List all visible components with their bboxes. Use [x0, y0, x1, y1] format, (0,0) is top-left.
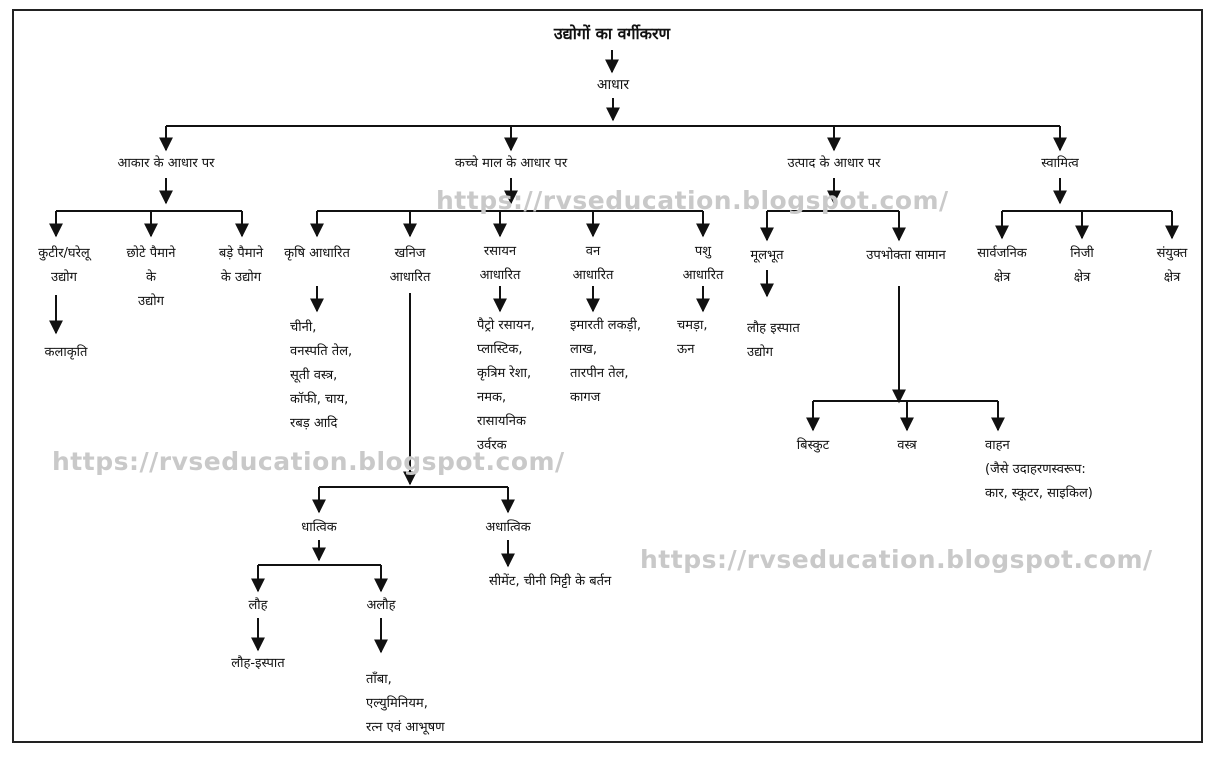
diagram-title: उद्योगों का वर्गीकरण [553, 24, 671, 43]
consumer-vehicle: वाहन (जैसे उदाहरणस्वरूप: कार, स्कूटर, सा… [985, 434, 1093, 506]
chemical-example-5: रासायनिक [477, 414, 526, 429]
mineral-metallic: धात्विक [301, 520, 337, 535]
size-large-line-2: के उद्योग [220, 270, 262, 285]
agro-example-1: चीनी, [290, 320, 317, 335]
size-small-line-1: छोटे पैमाने [126, 246, 176, 261]
animal-example-1: चमड़ा, [677, 318, 708, 333]
forest-example-2: लाख, [570, 342, 597, 357]
watermark-3: https://rvseducation.blogspot.com/ [640, 545, 1153, 574]
category-size: आकार के आधार पर [117, 156, 215, 171]
raw-agro: कृषि आधारित [284, 246, 350, 261]
vehicle-line-3: कार, स्कूटर, साइकिल) [985, 486, 1093, 501]
ownership-public: सार्वजनिक क्षेत्र [977, 242, 1027, 290]
size-cottage-line-1: कुटीर/घरेलू [38, 246, 90, 261]
vehicle-line-1: वाहन [985, 438, 1010, 453]
ferrous-example: लौह-इस्पात [231, 656, 285, 671]
raw-forest: वन आधारित [573, 240, 614, 288]
raw-mineral-line-1: खनिज [394, 246, 426, 261]
size-small-line-3: उद्योग [137, 294, 164, 309]
watermark-1: https://rvseducation.blogspot.com/ [436, 186, 949, 215]
basic-example: लौह इस्पात उद्योग [747, 317, 800, 365]
nonmetallic-example: सीमेंट, चीनी मिट्टी के बर्तन [489, 574, 612, 589]
agro-example-3: सूती वस्त्र, [290, 368, 338, 383]
basic-example-line-1: लौह इस्पात [747, 321, 800, 336]
raw-forest-line-2: आधारित [572, 268, 614, 283]
metal-ferrous: लौह [248, 598, 268, 613]
nonferrous-example-2: एल्युमिनियम, [366, 696, 428, 711]
agro-example-5: रबड़ आदि [290, 416, 338, 431]
chemical-examples: पैट्रो रसायन, प्लास्टिक, कृत्रिम रेशा, न… [477, 314, 535, 458]
ownership-private-line-2: क्षेत्र [1073, 270, 1091, 285]
animal-examples: चमड़ा, ऊन [677, 314, 707, 362]
raw-animal: पशु आधारित [683, 240, 724, 288]
ownership-private-line-1: निजी [1070, 246, 1094, 261]
consumer-cloth: वस्त्र [897, 438, 917, 453]
forest-example-3: तारपीन तेल, [570, 366, 629, 381]
raw-chemical-line-1: रसायन [483, 244, 517, 259]
vehicle-line-2: (जैसे उदाहरणस्वरूप: [985, 462, 1086, 477]
consumer-biscuit: बिस्कुट [796, 438, 830, 453]
raw-chemical-line-2: आधारित [479, 268, 521, 283]
raw-animal-line-2: आधारित [682, 268, 724, 283]
product-basic: मूलभूत [750, 248, 784, 263]
raw-mineral-line-2: आधारित [389, 270, 431, 285]
chemical-example-3: कृत्रिम रेशा, [477, 366, 532, 381]
category-ownership: स्वामित्व [1041, 156, 1079, 171]
ownership-private: निजी क्षेत्र [1070, 242, 1094, 290]
nonferrous-examples: ताँबा, एल्युमिनियम, रत्न एवं आभूषण [366, 668, 445, 740]
size-cottage-line-2: उद्योग [50, 270, 78, 285]
ownership-joint-line-1: संयुक्त [1156, 246, 1188, 261]
size-small: छोटे पैमाने के उद्योग [127, 242, 176, 314]
chemical-example-6: उर्वरक [477, 438, 507, 453]
ownership-joint-line-2: क्षेत्र [1163, 270, 1181, 285]
nonferrous-example-3: रत्न एवं आभूषण [366, 720, 445, 735]
metal-nonferrous: अलौह [366, 598, 396, 613]
chemical-example-2: प्लास्टिक, [477, 342, 523, 357]
agro-example-2: वनस्पति तेल, [290, 344, 353, 359]
animal-example-2: ऊन [677, 342, 695, 357]
raw-forest-line-1: वन [585, 244, 601, 259]
raw-chemical: रसायन आधारित [480, 240, 521, 288]
forest-example-4: कागज [570, 390, 601, 405]
size-small-line-2: के [146, 270, 156, 285]
cottage-example: कलाकृति [44, 345, 88, 360]
ownership-public-line-1: सार्वजनिक [977, 246, 1027, 261]
agro-examples: चीनी, वनस्पति तेल, सूती वस्त्र, कॉफी, चा… [290, 316, 352, 436]
size-large-line-1: बड़े पैमाने [218, 246, 264, 261]
product-consumer: उपभोक्ता सामान [866, 248, 946, 263]
mineral-nonmetallic: अधात्विक [485, 520, 531, 535]
nonferrous-example-1: ताँबा, [366, 672, 392, 687]
size-cottage: कुटीर/घरेलू उद्योग [38, 242, 89, 290]
ownership-public-line-2: क्षेत्र [993, 270, 1011, 285]
diagram-frame [12, 9, 1203, 743]
forest-examples: इमारती लकड़ी, लाख, तारपीन तेल, कागज [570, 314, 641, 410]
watermark-2: https://rvseducation.blogspot.com/ [52, 447, 565, 476]
ownership-joint: संयुक्त क्षेत्र [1157, 242, 1188, 290]
basis-label: आधार [596, 77, 630, 93]
basic-example-line-2: उद्योग [747, 345, 774, 360]
raw-mineral: खनिज आधारित [390, 242, 431, 290]
chemical-example-1: पैट्रो रसायन, [477, 318, 535, 333]
category-raw-material: कच्चे माल के आधार पर [454, 156, 568, 171]
chemical-example-4: नमक, [477, 390, 507, 405]
size-large: बड़े पैमाने के उद्योग [219, 242, 263, 290]
agro-example-4: कॉफी, चाय, [290, 392, 349, 407]
forest-example-1: इमारती लकड़ी, [570, 318, 642, 333]
category-product: उत्पाद के आधार पर [787, 156, 881, 171]
raw-animal-line-1: पशु [694, 244, 712, 259]
